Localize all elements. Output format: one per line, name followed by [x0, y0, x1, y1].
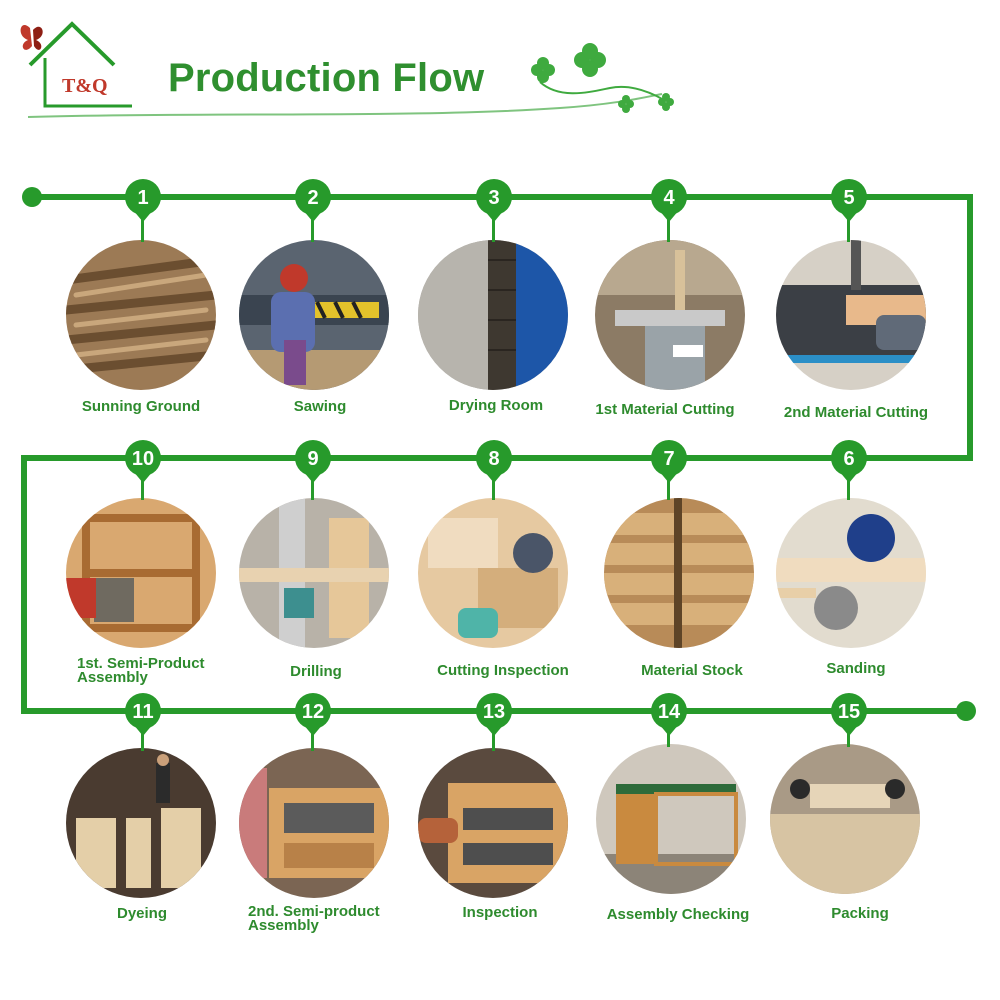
svg-text:5: 5	[843, 187, 854, 209]
clover-icon	[531, 43, 674, 113]
svg-text:6: 6	[843, 448, 854, 470]
page-title: Production Flow	[168, 56, 485, 100]
step-pin-1: 1	[125, 179, 161, 242]
step-pin-11: 11	[125, 693, 161, 751]
step-pin-13: 13	[476, 693, 512, 751]
assembly-photo	[66, 498, 216, 648]
svg-text:11: 11	[132, 701, 153, 723]
step-label-14: Assembly Checking	[606, 906, 750, 923]
svg-text:2: 2	[307, 187, 318, 209]
svg-text:15: 15	[838, 701, 860, 723]
step-label-7: Material Stock	[641, 662, 743, 679]
step-label-2: Sawing	[293, 398, 347, 415]
house-logo-icon	[28, 21, 132, 108]
butterfly-icon	[20, 25, 43, 50]
step-label-5: 2nd Material Cutting	[783, 404, 929, 421]
svg-text:9: 9	[307, 448, 318, 470]
sanding-photo	[776, 498, 926, 648]
step-label-3: Drying Room	[448, 397, 544, 414]
step-pin-14: 14	[651, 693, 687, 747]
step-label-12: 2nd. Semi-product Assembly	[248, 903, 408, 934]
logs-photo	[66, 240, 216, 390]
svg-text:4: 4	[663, 187, 675, 209]
svg-text:1: 1	[137, 187, 148, 209]
brand-logo-text: T&Q	[62, 75, 108, 97]
flow-start-dot	[22, 187, 42, 207]
step-pin-15: 15	[831, 693, 867, 747]
step-pin-12: 12	[295, 693, 331, 751]
svg-text:14: 14	[658, 701, 681, 723]
step-pin-5: 5	[831, 179, 867, 242]
step-pin-9: 9	[295, 440, 331, 500]
drilling-photo	[239, 498, 389, 648]
svg-text:10: 10	[132, 448, 154, 470]
panel-inspection-photo	[418, 748, 568, 898]
step-label-10-line1: 1st. Semi-Product	[77, 655, 205, 672]
step-label-10-line2: Assembly	[77, 669, 148, 686]
step-pin-6: 6	[831, 440, 867, 500]
dyeing-photo	[66, 748, 216, 898]
step-label-12-line2: Assembly	[248, 917, 319, 934]
step-label-1: Sunning Ground	[81, 398, 201, 415]
step-pin-3: 3	[476, 179, 512, 242]
svg-text:8: 8	[488, 448, 499, 470]
svg-text:3: 3	[488, 187, 499, 209]
step-label-6: Sanding	[826, 660, 886, 677]
flow-end-dot	[956, 701, 976, 721]
step-pin-7: 7	[651, 440, 687, 500]
panel-assembly-photo	[239, 748, 389, 898]
svg-text:12: 12	[302, 701, 324, 723]
step-pin-8: 8	[476, 440, 512, 500]
step-label-11: Dyeing	[116, 905, 167, 922]
header-graphics	[20, 21, 674, 118]
step-label-9: Drilling	[290, 663, 342, 680]
step-label-15: Packing	[831, 905, 889, 922]
svg-text:13: 13	[483, 701, 505, 723]
step-pin-2: 2	[295, 179, 331, 242]
step-pin-10: 10	[125, 440, 161, 500]
step-label-13: Inspection	[462, 904, 538, 921]
step-pin-4: 4	[651, 179, 687, 242]
svg-text:7: 7	[663, 448, 674, 470]
step-label-8: Cutting Inspection	[437, 662, 569, 679]
step-label-4: 1st Material Cutting	[595, 401, 735, 418]
step-label-12-line1: 2nd. Semi-product	[248, 903, 380, 920]
hutch-photo	[596, 744, 746, 894]
inspection-photo	[418, 498, 568, 648]
lumber-stack-photo	[604, 498, 754, 648]
bandsaw-photo	[776, 240, 926, 390]
packing-photo	[770, 744, 920, 894]
step-label-10: 1st. Semi-Product Assembly	[77, 655, 237, 686]
